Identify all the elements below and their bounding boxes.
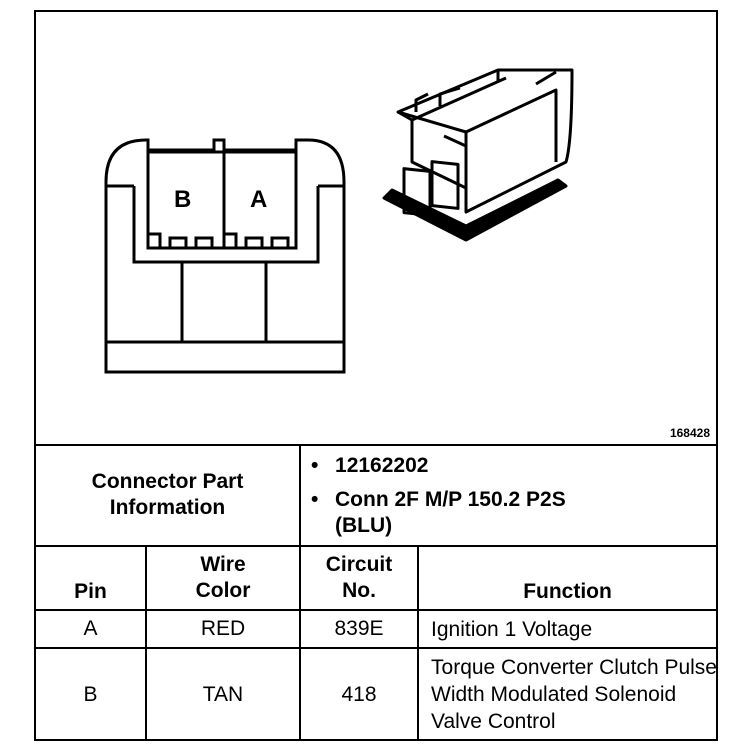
connector-isometric-view	[382, 68, 574, 242]
wire-color-cell: RED	[144, 609, 302, 649]
connector-diagram-sheet: B A 168428 Connector Part Information •1…	[34, 10, 718, 741]
wire-color-column-header: Wire Color	[144, 545, 302, 611]
circuit-no-cell: 839E	[299, 609, 420, 649]
part-number-item: •12162202	[311, 453, 429, 477]
pin-column-header: Pin	[36, 545, 147, 611]
table-header-row: Pin Wire Color Circuit No. Function	[36, 545, 717, 611]
connector-face-view	[104, 138, 346, 374]
function-cell: Torque Converter Clutch Pulse Width Modu…	[417, 647, 717, 740]
connector-drawings	[104, 68, 574, 374]
pin-cell: B	[36, 647, 147, 740]
pin-b-label: B	[174, 186, 192, 213]
function-cell: Ignition 1 Voltage	[417, 609, 717, 649]
circuit-no-cell: 418	[299, 647, 420, 740]
circuit-no-column-header: Circuit No.	[299, 545, 420, 611]
figure-number: 168428	[669, 426, 710, 440]
table-row: A RED 839E Ignition 1 Voltage	[36, 609, 717, 649]
table-row: B TAN 418 Torque Converter Clutch Pulse …	[36, 647, 717, 740]
connector-part-info-list: •12162202 •Conn 2F M/P 150.2 P2S (BLU)	[299, 444, 717, 547]
pin-cell: A	[36, 609, 147, 649]
connector-pinout-table: Connector Part Information •12162202 •Co…	[36, 444, 717, 740]
connector-part-info-title: Connector Part Information	[36, 444, 302, 547]
wire-color-cell: TAN	[144, 647, 302, 740]
connector-description-item: •Conn 2F M/P 150.2 P2S (BLU)	[311, 487, 566, 537]
function-column-header: Function	[417, 545, 717, 611]
connector-part-info-row: Connector Part Information •12162202 •Co…	[36, 444, 717, 547]
connector-illustration-area: B A 168428	[36, 12, 716, 446]
pin-a-label: A	[250, 186, 268, 213]
